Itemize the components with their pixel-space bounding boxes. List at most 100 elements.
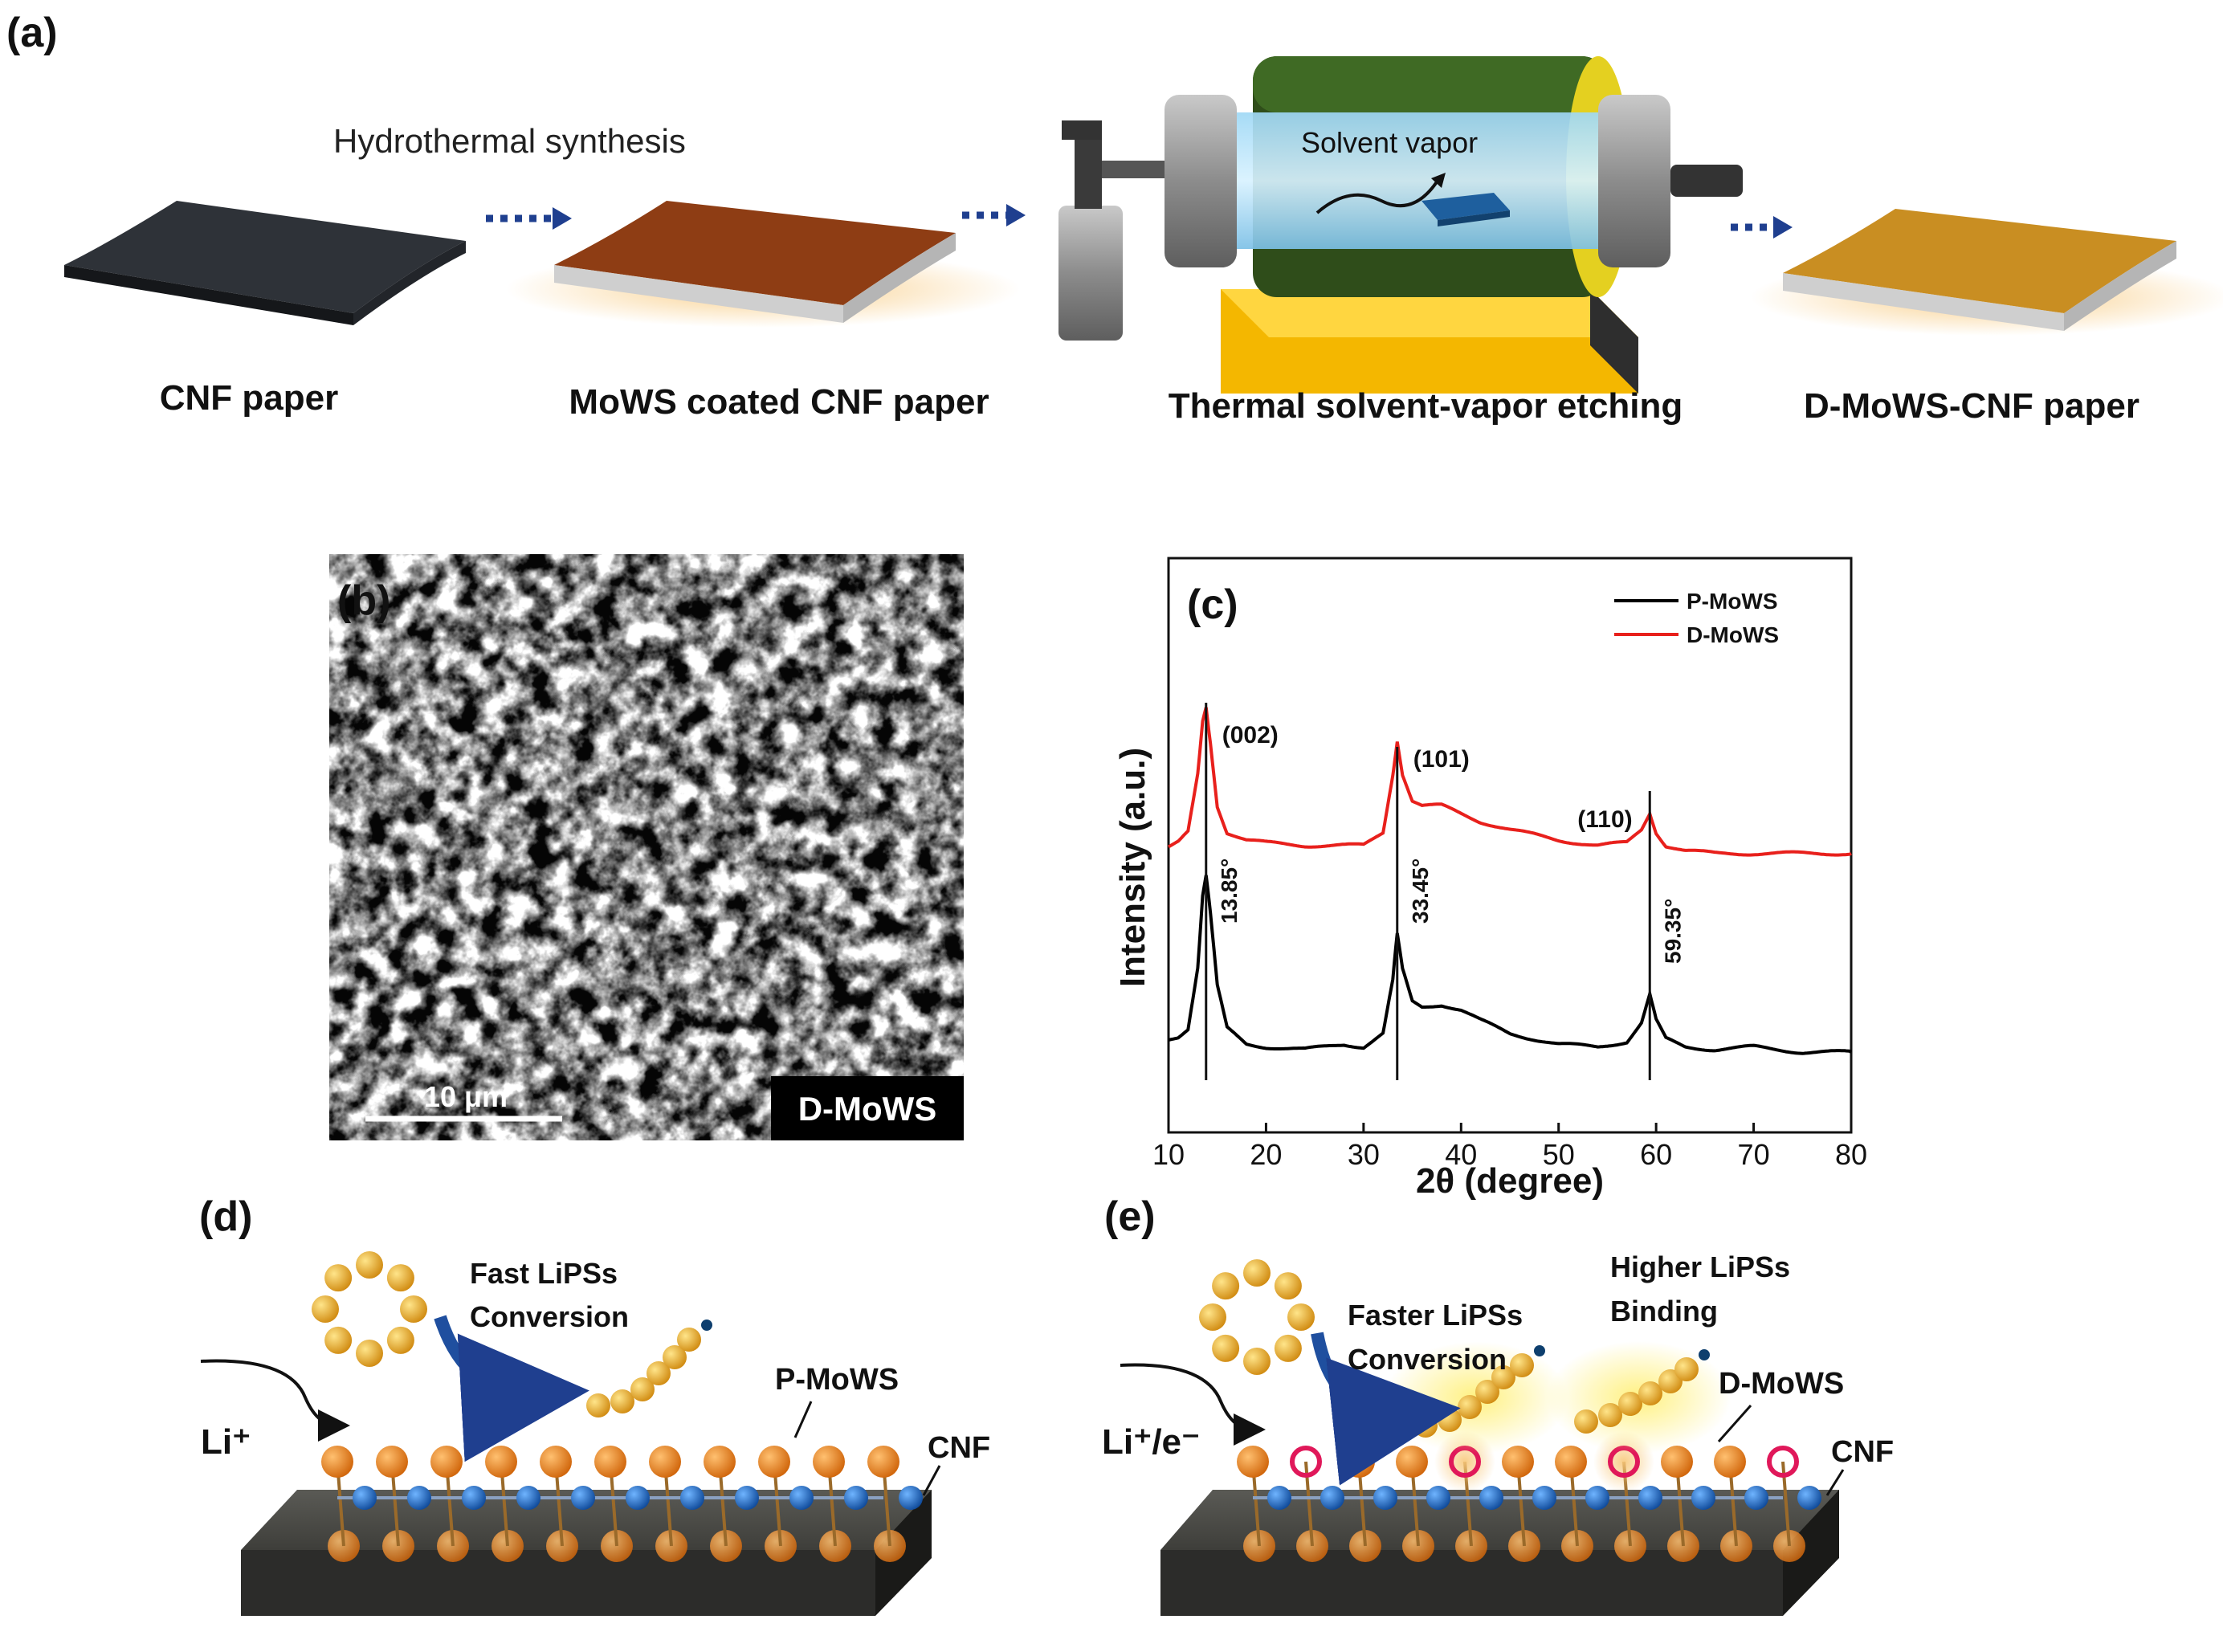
hydrothermal-label: Hydrothermal synthesis	[333, 122, 686, 160]
x-tick-label: 70	[1738, 1138, 1770, 1171]
sulfur-ring-atom	[312, 1295, 339, 1323]
sulfur-atom-top	[376, 1446, 408, 1478]
sulfur-chain-atom	[610, 1389, 634, 1413]
conversion-arrow-d	[434, 1315, 589, 1462]
lipss-chain-d	[586, 1320, 712, 1417]
conversion-arrow-e	[1311, 1332, 1461, 1486]
lipss-ring-e	[1199, 1259, 1315, 1375]
sulfur-atom-top	[430, 1446, 463, 1478]
sulfur-chain-atom	[1674, 1357, 1699, 1381]
peak-angle-label: 59.35°	[1660, 899, 1685, 964]
lipss-ring-d	[312, 1251, 427, 1367]
sulfur-ring-atom	[400, 1295, 427, 1323]
step-label-cnf-paper: CNF paper	[160, 378, 338, 418]
sulfur-chain-atom	[663, 1345, 687, 1369]
peak-hkl-label: (101)	[1413, 746, 1470, 773]
metal-atom	[680, 1486, 704, 1510]
peak-hkl-label: (002)	[1222, 722, 1279, 748]
sulfur-ring-atom	[356, 1251, 383, 1279]
sulfur-atom-top	[1714, 1446, 1746, 1478]
ion-label-e: Li⁺/e⁻	[1102, 1422, 1200, 1462]
sulfur-atom-top	[704, 1446, 736, 1478]
metal-atom	[1479, 1486, 1503, 1510]
sulfur-ring-atom	[356, 1340, 383, 1367]
sulfur-chain-atom	[586, 1393, 610, 1417]
sulfur-ring-atom	[1274, 1334, 1302, 1362]
y-axis-title: Intensity (a.u.)	[1113, 748, 1152, 987]
flow-arrow-2	[962, 204, 1026, 226]
peak-layer: (002) 13.85° (101) 33.45° (110) 59.35°	[1205, 703, 1685, 1080]
metal-atom	[1267, 1486, 1291, 1510]
legend: P-MoWS D-MoWS	[1614, 589, 1779, 647]
series-layer	[1167, 707, 1853, 1055]
step-label-etching: Thermal solvent-vapor etching	[1169, 386, 1683, 426]
sulfur-atom-top	[540, 1446, 572, 1478]
sulfur-ring-atom	[1199, 1303, 1226, 1331]
conversion-label-d-2: Conversion	[470, 1300, 629, 1333]
x-tick-label: 50	[1543, 1138, 1575, 1171]
binding-label-e-2: Binding	[1610, 1295, 1718, 1328]
metal-atom	[571, 1486, 595, 1510]
sulfur-chain-atom	[1458, 1395, 1482, 1419]
sulfur-atom-top	[594, 1446, 626, 1478]
x-tick-label: 60	[1640, 1138, 1672, 1171]
sulfur-chain-atom	[630, 1377, 655, 1401]
substrate-leader-d	[922, 1465, 941, 1496]
sulfur-ring-atom	[1212, 1334, 1240, 1362]
peak-angle-label: 33.45°	[1408, 859, 1433, 924]
sulfur-chain-atom	[1638, 1381, 1662, 1405]
metal-atom	[1744, 1486, 1768, 1510]
sulfur-atom-top	[758, 1446, 790, 1478]
x-tick-label: 20	[1250, 1138, 1282, 1171]
metal-atom	[407, 1486, 431, 1510]
sulfur-ring-atom	[324, 1326, 353, 1354]
metal-atom	[1532, 1486, 1556, 1510]
x-axis-title: 2θ (degree)	[1416, 1161, 1604, 1201]
metal-atom	[1320, 1486, 1344, 1510]
metal-atom	[626, 1486, 650, 1510]
sem-sample-label: D-MoWS	[798, 1090, 937, 1128]
sulfur-atom-top	[321, 1446, 353, 1478]
sulfur-chain-atom	[1574, 1409, 1598, 1434]
conversion-label-e-2: Conversion	[1348, 1343, 1507, 1376]
sulfur-atom-top	[1237, 1446, 1269, 1478]
peak-hkl-label: (110)	[1577, 806, 1632, 833]
metal-atom	[1373, 1486, 1397, 1510]
sulfur-chain-atom	[1618, 1392, 1642, 1416]
sulfur-ring-atom	[1243, 1348, 1271, 1375]
x-tick-label: 30	[1348, 1138, 1380, 1171]
panel-d-schematic: (d) Li⁺ Fast LiPSs Conversion P-MoWS CNF	[199, 1193, 990, 1616]
sulfur-ring-atom	[386, 1326, 414, 1354]
peak-angle-label: 13.85°	[1217, 859, 1242, 924]
metal-atom	[899, 1486, 923, 1510]
sulfur-atom-top	[813, 1446, 845, 1478]
sulfur-atom-top	[1396, 1446, 1428, 1478]
sulfur-ring-atom	[324, 1264, 353, 1292]
x-tick-label: 40	[1445, 1138, 1477, 1171]
mows-lattice-e	[1237, 1431, 1821, 1562]
x-tick-label: 80	[1835, 1138, 1867, 1171]
material-leader-d	[793, 1401, 813, 1438]
step-label-d-mows-cnf: D-MoWS-CNF paper	[1804, 386, 2139, 426]
sulfur-chain-atom	[1510, 1353, 1534, 1377]
sulfur-atom-top	[867, 1446, 899, 1478]
d-mows-cnf-paper	[1751, 209, 2223, 336]
metal-atom	[735, 1486, 759, 1510]
sulfur-chain-atom	[647, 1361, 671, 1385]
substrate-label-d: CNF	[928, 1431, 990, 1465]
lithium-atom	[1699, 1349, 1710, 1360]
sulfur-ring-atom	[1212, 1272, 1240, 1300]
sulfur-atom-top	[485, 1446, 517, 1478]
sulfur-chain-atom	[677, 1328, 701, 1352]
material-leader-e	[1717, 1405, 1752, 1442]
sulfur-chain-atom	[1598, 1403, 1622, 1427]
sulfur-chain-atom	[1413, 1413, 1438, 1438]
series-line-p-mows	[1168, 875, 1853, 1055]
metal-atom	[462, 1486, 486, 1510]
panel-d-letter: (d)	[199, 1193, 252, 1240]
sulfur-ring-atom	[1243, 1259, 1271, 1287]
sulfur-ring-atom	[386, 1264, 414, 1292]
